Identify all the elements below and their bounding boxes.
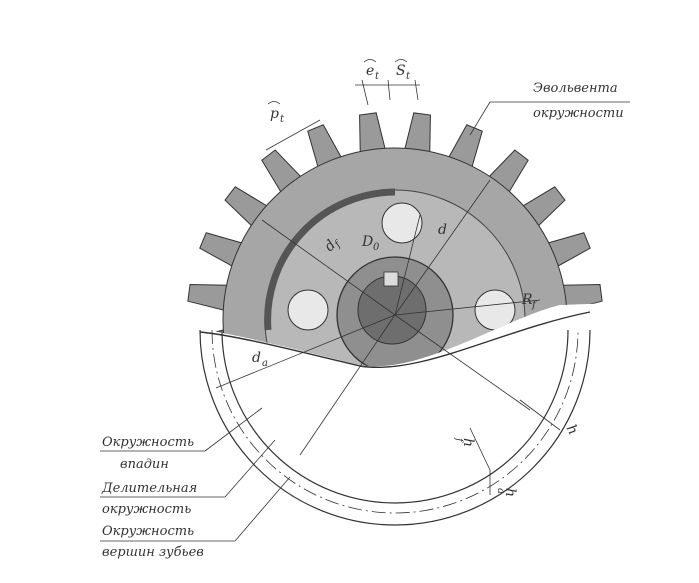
gear-tooth <box>360 486 386 527</box>
symbol-hf: h f <box>453 437 476 447</box>
symbol-st: S t <box>396 63 411 82</box>
Rf-symbol: R <box>521 292 533 308</box>
root-circle-label-line2: впадин <box>120 457 169 472</box>
callout-pitch-circle: Делительная окружность <box>101 481 197 517</box>
pitch-circle-label-line1: Делительная <box>101 481 197 496</box>
lower-rings <box>199 311 591 526</box>
gear-tooth <box>359 112 387 155</box>
gear-tooth <box>187 284 230 312</box>
pt-symbol: p <box>270 106 279 122</box>
D0-subscript: 0 <box>373 242 380 253</box>
da-symbol: d <box>252 350 261 366</box>
symbol-et: e t <box>366 63 380 82</box>
lightening-hole-top <box>381 202 423 244</box>
callout-root-circle: Окружность впадин <box>102 435 194 472</box>
D0-symbol: D <box>361 234 373 250</box>
break-line <box>199 311 591 368</box>
ha-subscript: a <box>495 488 506 494</box>
root-circle-label-line1: Окружность <box>102 435 194 450</box>
involute-label-line1: Эвольвента <box>533 81 618 96</box>
callout-tip-circle: Окружность вершин зубьев <box>102 524 204 560</box>
symbol-pt: p t <box>270 106 285 125</box>
et-subscript: t <box>375 71 380 82</box>
gear-tooth <box>403 112 431 155</box>
callout-involute: Эвольвента окружности <box>533 81 624 121</box>
st-symbol: S <box>396 63 406 79</box>
arc-marks <box>267 59 408 105</box>
involute-label-line2: окружности <box>533 106 624 121</box>
tip-circle-label-line1: Окружность <box>102 524 194 539</box>
tip-circle-arc <box>199 329 591 526</box>
da-subscript: a <box>262 358 268 369</box>
tip-circle-label-line2: вершин зубьев <box>102 545 204 560</box>
d-symbol: d <box>438 222 447 238</box>
gear-tooth <box>560 284 603 312</box>
gear-body <box>187 112 603 527</box>
dimension-lines <box>100 79 630 542</box>
pt-subscript: t <box>280 114 285 125</box>
symbol-da: d a <box>252 350 268 369</box>
ha-symbol: h <box>502 488 518 497</box>
pitch-circle-arc <box>211 329 579 514</box>
st-subscript: t <box>406 71 411 82</box>
root-circle-arc <box>221 329 569 504</box>
web-shadow <box>264 188 396 331</box>
et-symbol: e <box>366 63 374 79</box>
gear-tooth <box>405 486 431 527</box>
keyway <box>383 271 399 287</box>
lightening-hole-right <box>474 289 516 331</box>
lightening-hole-left <box>287 289 329 331</box>
symbol-D0: D 0 <box>361 234 380 253</box>
symbol-Rf: R f <box>521 292 538 311</box>
hf-symbol: h <box>460 438 476 447</box>
gear-tooth <box>262 447 302 490</box>
pitch-circle-label-line2: окружность <box>102 502 191 517</box>
Rf-subscript: f <box>531 300 538 311</box>
symbol-ha: h a <box>495 488 518 497</box>
hf-subscript: f <box>453 437 464 444</box>
